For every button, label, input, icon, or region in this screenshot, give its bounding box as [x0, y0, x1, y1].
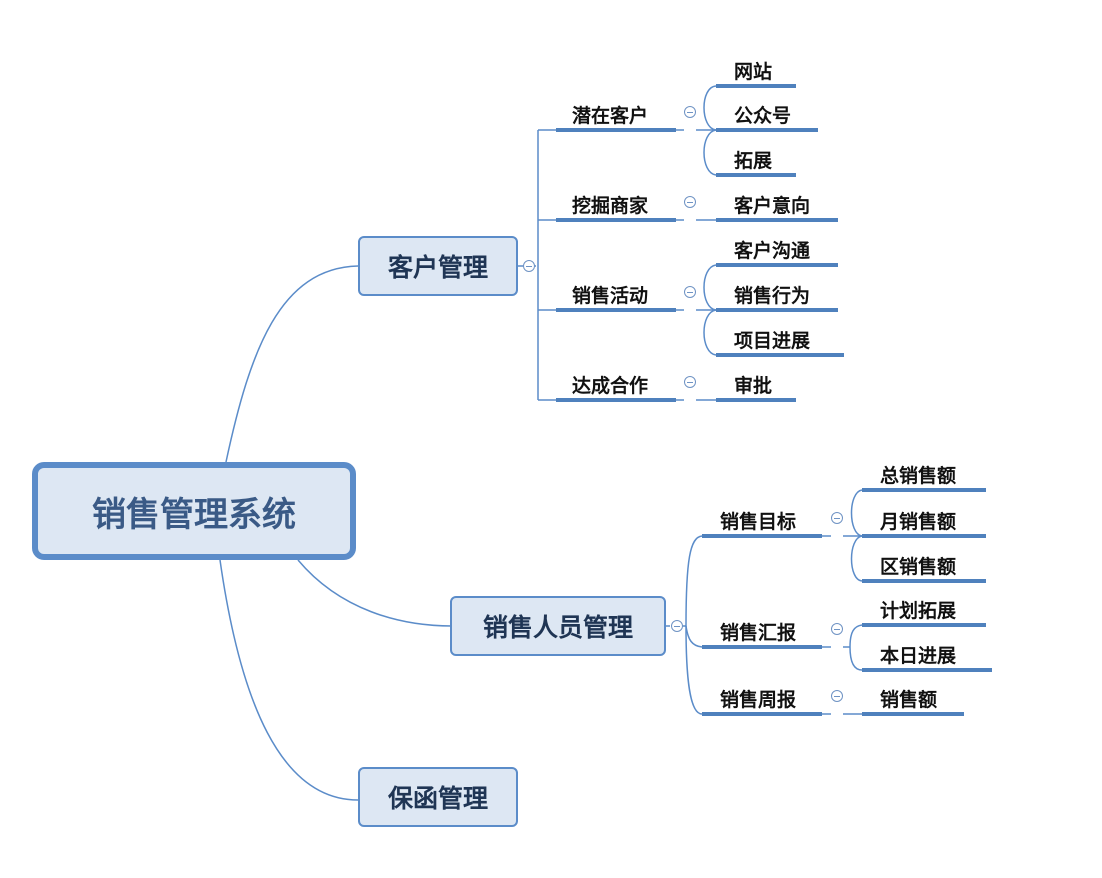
collapse-toggle-icon[interactable] [671, 620, 683, 632]
collapse-toggle-icon[interactable] [831, 623, 843, 635]
collapse-toggle-icon[interactable] [831, 512, 843, 524]
leaf-total-sales[interactable]: 总销售额 [880, 465, 957, 487]
leaf-website[interactable]: 网站 [734, 61, 773, 83]
connector-root-staff [297, 559, 453, 627]
leaf-today-progress[interactable]: 本日进展 [880, 645, 957, 667]
collapse-toggle-icon[interactable] [684, 376, 696, 388]
branch-label: 客户管理 [387, 253, 488, 282]
leaf-official-account[interactable]: 公众号 [734, 105, 792, 127]
leaf-district-sales[interactable]: 区销售额 [880, 556, 957, 578]
topic-sales-report[interactable]: 销售汇报 [720, 622, 797, 644]
root-node-label: 销售管理系统 [92, 494, 296, 535]
leaf-sales-amount[interactable]: 销售额 [880, 689, 938, 711]
branch-label: 保函管理 [387, 784, 488, 813]
leaf-expansion[interactable]: 拓展 [734, 150, 773, 172]
leaf-approval[interactable]: 审批 [734, 375, 773, 397]
leaf-project-progress[interactable]: 项目进展 [734, 330, 811, 352]
connector-root-guarantee [219, 559, 359, 801]
topic-sales-activities[interactable]: 销售活动 [572, 285, 649, 307]
leaf-planned-expansion[interactable]: 计划拓展 [880, 600, 957, 622]
branch-guarantee-management[interactable]: 保函管理 [358, 767, 518, 827]
topic-potential-customers[interactable]: 潜在客户 [572, 105, 649, 127]
leaf-sales-behavior[interactable]: 销售行为 [734, 285, 811, 307]
collapse-toggle-icon[interactable] [831, 690, 843, 702]
branch-label: 销售人员管理 [482, 613, 633, 642]
connector-root-customer [225, 265, 359, 463]
leaf-customer-communication[interactable]: 客户沟通 [734, 240, 811, 262]
leaf-monthly-sales[interactable]: 月销售额 [880, 511, 957, 533]
topic-reach-cooperation[interactable]: 达成合作 [572, 375, 649, 397]
branch-sales-staff-management[interactable]: 销售人员管理 [450, 596, 666, 656]
topic-mine-merchants[interactable]: 挖掘商家 [572, 195, 649, 217]
branch-customer-management[interactable]: 客户管理 [358, 236, 518, 296]
collapse-toggle-icon[interactable] [684, 286, 696, 298]
root-node[interactable]: 销售管理系统 [32, 462, 356, 560]
collapse-toggle-icon[interactable] [523, 260, 535, 272]
collapse-toggle-icon[interactable] [684, 196, 696, 208]
leaf-customer-intent[interactable]: 客户意向 [734, 195, 811, 217]
topic-sales-target[interactable]: 销售目标 [720, 511, 797, 533]
collapse-toggle-icon[interactable] [684, 106, 696, 118]
topic-sales-weekly-report[interactable]: 销售周报 [720, 689, 797, 711]
